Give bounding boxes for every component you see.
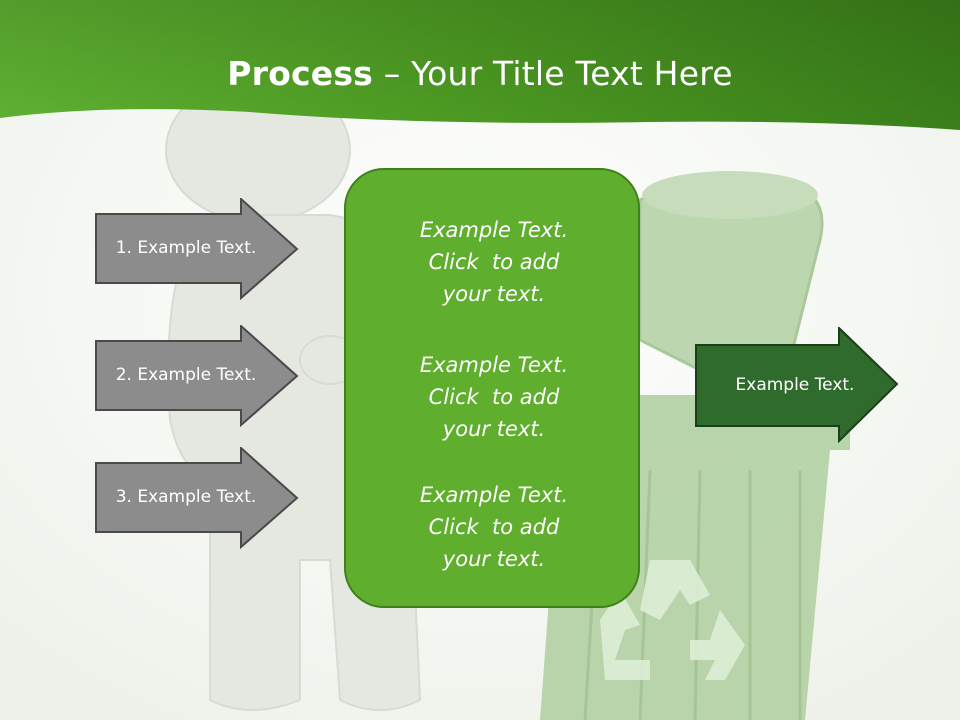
block-line: your text. <box>442 282 546 306</box>
arrow-label: 1. Example Text. <box>115 238 257 258</box>
block-line: Click to add <box>428 250 560 274</box>
block-line: your text. <box>442 417 546 441</box>
arrow-step-1[interactable]: 1. Example Text. <box>95 198 299 300</box>
gray-arrow-shape <box>95 447 299 549</box>
arrow-label: 3. Example Text. <box>115 487 257 507</box>
arrow-result[interactable]: Example Text. <box>695 327 899 443</box>
text-block-3: Example Text. Click to add your text. <box>346 479 642 575</box>
recycle-icon <box>600 560 745 680</box>
page-title: Process – Your Title Text Here <box>0 52 960 96</box>
block-line: Click to add <box>428 385 560 409</box>
arrow-label: Example Text. <box>735 375 855 395</box>
center-text-box[interactable]: Example Text. Click to add your text. Ex… <box>344 168 640 608</box>
block-line: Click to add <box>428 515 560 539</box>
title-bold: Process <box>227 54 374 93</box>
block-line: Example Text. <box>419 218 569 242</box>
block-line: Example Text. <box>419 353 569 377</box>
arrow-step-2[interactable]: 2. Example Text. <box>95 325 299 427</box>
block-line: your text. <box>442 547 546 571</box>
gray-arrow-shape <box>95 325 299 427</box>
arrow-label: 2. Example Text. <box>115 365 257 385</box>
block-line: Example Text. <box>419 483 569 507</box>
gray-arrow-shape <box>95 198 299 300</box>
text-block-2: Example Text. Click to add your text. <box>346 349 642 445</box>
arrow-step-3[interactable]: 3. Example Text. <box>95 447 299 549</box>
text-block-1: Example Text. Click to add your text. <box>346 214 642 310</box>
title-rest: – Your Title Text Here <box>373 54 733 93</box>
green-arrow-shape <box>695 327 899 443</box>
